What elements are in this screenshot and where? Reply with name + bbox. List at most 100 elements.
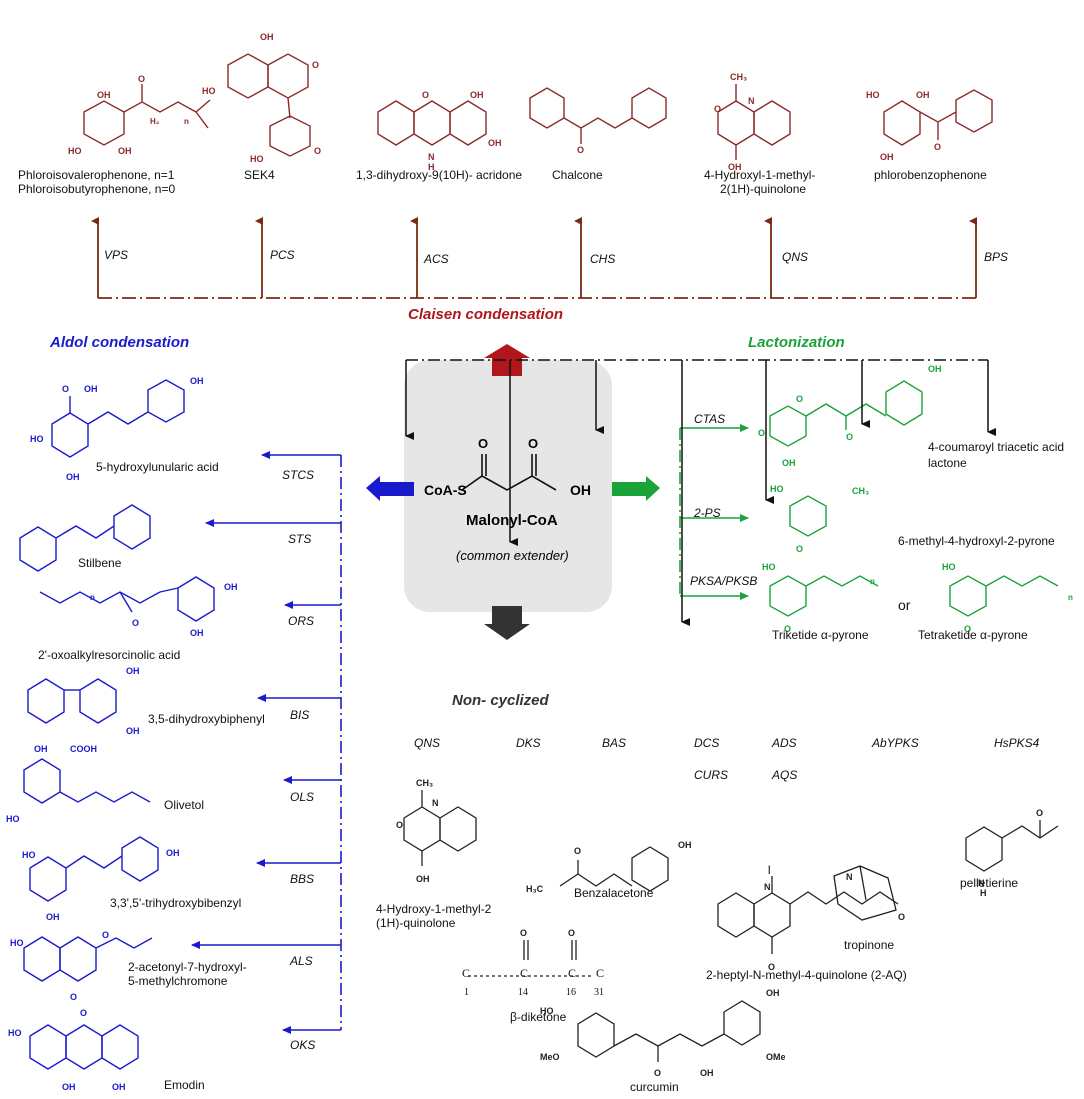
svg-text:O: O	[102, 930, 109, 940]
enzyme-ors: ORS	[288, 614, 315, 628]
svg-text:HO: HO	[866, 90, 880, 100]
svg-text:CH₃: CH₃	[730, 72, 747, 82]
svg-text:OH: OH	[224, 582, 238, 592]
svg-text:O: O	[70, 992, 77, 1002]
enzyme-pksa: PKSA/PKSB	[690, 574, 758, 588]
svg-text:OH: OH	[166, 848, 180, 858]
enzyme-dks: DKS	[516, 736, 541, 750]
bottom-label-1b: (1H)-quinolone	[376, 916, 456, 930]
bottom-rail-real	[405, 359, 996, 626]
top-label-5: 4-Hydroxyl-1-methyl-	[704, 168, 816, 182]
svg-text:O: O	[964, 624, 971, 634]
bottom-label-1: 4-Hydroxy-1-methyl-2	[376, 902, 492, 916]
enzyme-abypks: AbYPKS	[872, 736, 919, 750]
enzyme-stcs: STCS	[282, 468, 315, 482]
svg-text:O: O	[784, 624, 791, 634]
diketone-c4: C	[596, 966, 605, 980]
enzyme-pcs: PCS	[270, 248, 295, 262]
svg-text:HO: HO	[30, 434, 44, 444]
svg-text:O: O	[898, 912, 905, 922]
svg-text:O: O	[422, 90, 429, 100]
diketone-c2: C	[520, 966, 529, 980]
svg-text:OH: OH	[260, 32, 274, 42]
left-label-8: Emodin	[164, 1078, 205, 1092]
center-coa: CoA-S	[424, 482, 467, 498]
svg-text:OH: OH	[112, 1082, 126, 1092]
left-label-2: Stilbene	[78, 556, 122, 570]
arrow-down-noncyclized	[484, 606, 530, 640]
svg-text:O: O	[520, 928, 527, 938]
svg-text:O: O	[577, 145, 584, 155]
enzyme-als: ALS	[290, 954, 313, 968]
svg-text:HO: HO	[6, 814, 20, 824]
left-label-7b: 5-methylchromone	[128, 974, 228, 988]
svg-text:OH: OH	[928, 364, 942, 374]
left-label-7: 2-acetonyl-7-hydroxyl-	[128, 960, 247, 974]
svg-text:n: n	[1068, 593, 1073, 602]
enzyme-acs: ACS	[424, 252, 449, 266]
svg-text:HO: HO	[942, 562, 956, 572]
diketone-n2: 14	[518, 987, 528, 998]
svg-text:OH: OH	[488, 138, 502, 148]
svg-text:O: O	[1036, 808, 1043, 818]
top-label-1: Phloroisovalerophenone, n=1	[18, 168, 175, 182]
svg-text:OH: OH	[97, 90, 111, 100]
diketone-n4: 31	[594, 987, 604, 998]
svg-text:N: N	[748, 96, 755, 106]
svg-text:N: N	[428, 152, 435, 162]
svg-text:OH: OH	[84, 384, 98, 394]
svg-text:n: n	[184, 117, 189, 126]
svg-text:n: n	[870, 577, 875, 586]
svg-text:O: O	[796, 544, 803, 554]
enzyme-2ps: 2-PS	[694, 506, 721, 520]
top-label-4: Chalcone	[552, 168, 603, 182]
center-name: Malonyl-CoA	[466, 512, 558, 529]
bottom-label-3: Benzalacetone	[574, 886, 654, 900]
svg-text:OH: OH	[126, 726, 140, 736]
svg-text:O: O	[314, 146, 321, 156]
right-label-3b: Tetraketide α-pyrone	[918, 628, 1028, 642]
enzyme-curs: CURS	[694, 768, 729, 782]
svg-text:OH: OH	[782, 458, 796, 468]
enzyme-ctas: CTAS	[694, 412, 726, 426]
svg-text:HO: HO	[22, 850, 36, 860]
diketone-n3: 16	[566, 987, 576, 998]
svg-text:OH: OH	[34, 744, 48, 754]
right-or: or	[898, 597, 911, 613]
diketone-c3: C	[568, 966, 577, 980]
svg-text:O: O	[796, 394, 803, 404]
bottom-label-5: 2-heptyl-N-methyl-4-quinolone (2-AQ)	[706, 968, 907, 982]
top-label-6: phlorobenzophenone	[874, 168, 987, 182]
svg-text:HO: HO	[770, 484, 784, 494]
top-label-1b: Phloroisobutyrophenone, n=0	[18, 182, 176, 196]
svg-text:HO: HO	[68, 146, 82, 156]
center-sub: (common extender)	[456, 548, 569, 563]
arrow-right-lactone	[612, 476, 660, 501]
svg-text:OH: OH	[470, 90, 484, 100]
top-structures	[83, 53, 993, 160]
svg-text:OH: OH	[118, 146, 132, 156]
svg-text:O: O	[80, 1008, 87, 1018]
right-label-1b: lactone	[928, 456, 967, 470]
enzyme-oks: OKS	[290, 1038, 316, 1052]
left-label-4: 3,5-dihydroxybiphenyl	[148, 712, 265, 726]
arrow-up-claisen	[484, 344, 530, 376]
bottom-label-7: pelletierine	[960, 876, 1019, 890]
svg-text:O: O	[714, 104, 721, 114]
enzyme-bas: BAS	[602, 736, 627, 750]
svg-text:O: O	[846, 432, 853, 442]
svg-text:HO: HO	[250, 154, 264, 164]
enzyme-ads: ADS	[772, 736, 797, 750]
svg-text:OH: OH	[880, 152, 894, 162]
svg-text:CH₃: CH₃	[852, 486, 869, 496]
enzyme-bis: BIS	[290, 708, 310, 722]
left-label-6: 3,3',5'-trihydroxybibenzyl	[110, 896, 242, 910]
phloro-ring	[83, 100, 125, 146]
diketone-n1: 1	[464, 987, 469, 998]
svg-text:HO: HO	[10, 938, 24, 948]
